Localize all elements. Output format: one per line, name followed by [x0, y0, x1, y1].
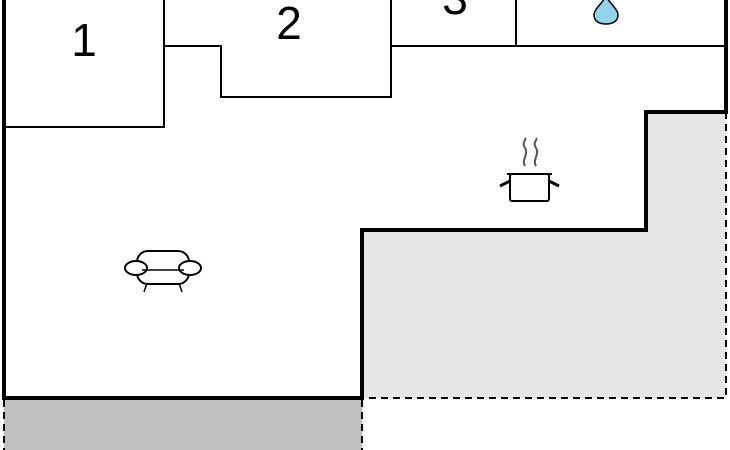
terrace-dashed-edge: [362, 112, 727, 399]
room-3-wall: [391, 0, 726, 47]
living-room-sofa-icon: [124, 250, 202, 293]
room-3-label: 3: [442, 0, 468, 24]
terrace-area: [362, 112, 726, 398]
bathroom-water-drop-icon: [593, 0, 619, 25]
outer-wall: [2, 0, 728, 400]
kitchen-pot-icon: [499, 137, 560, 202]
outdoor-area: [4, 400, 362, 450]
room-2-wall: [164, 0, 392, 98]
room-1-label: 1: [71, 14, 97, 66]
outdoor-area-dashed-edge: [3, 400, 363, 450]
room-2-label: 2: [276, 0, 302, 49]
room-1-wall: [4, 0, 165, 128]
